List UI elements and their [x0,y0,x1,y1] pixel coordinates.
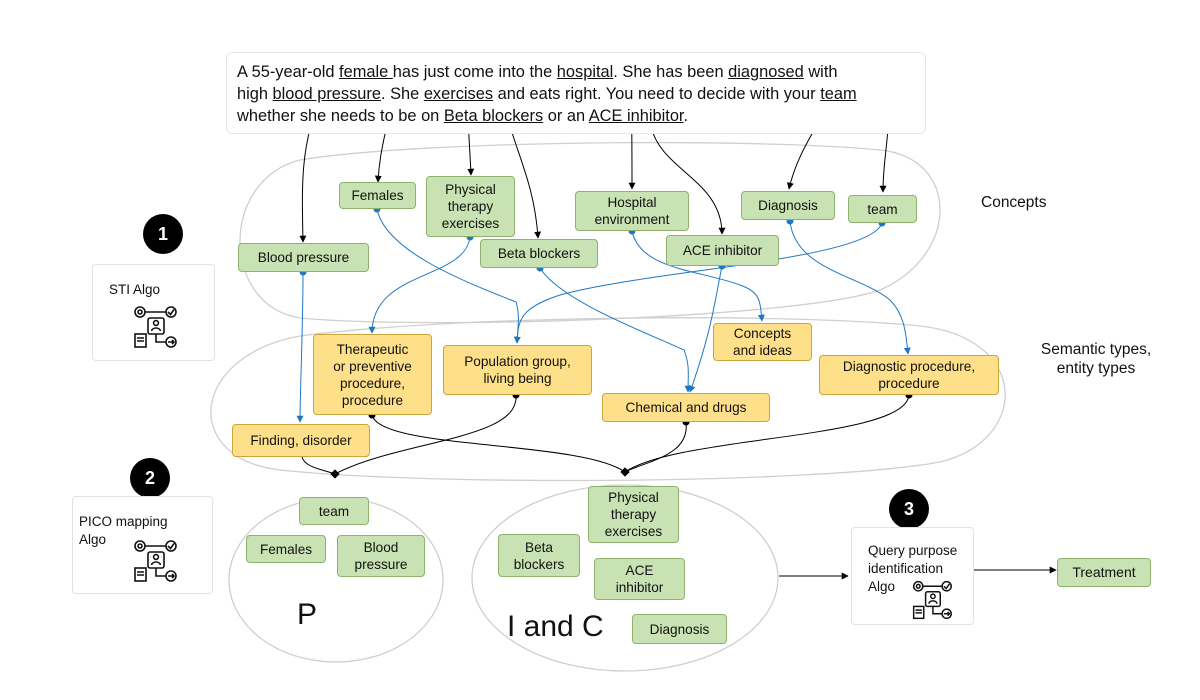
concept-to-type-arrows [296,208,911,423]
word-team: team [820,85,857,103]
concept-blood-pressure: Blood pressure [238,243,369,272]
p-team: team [299,497,369,525]
sentence-line-1: A 55-year-old female has just come into … [237,63,838,81]
concepts-region [239,141,941,324]
ic-beta-blockers: Beta blockers [498,534,580,577]
word-hospital: hospital [556,63,614,81]
query-algo-card: Query purpose identification Algo [851,527,974,625]
process-workflow-icon [134,540,177,582]
arrow-chemical-ic [620,421,687,477]
concept-hospital-environment: Hospital environment [575,191,689,231]
type-therapeutic-procedure: Therapeutic or preventive procedure, pro… [313,334,432,415]
concept-beta-blockers: Beta blockers [480,239,598,268]
type-to-group-arrows [301,394,910,479]
word-ace-inhibitor: ACE inhibitor [588,107,684,125]
word-beta-blockers: Beta blockers [443,107,544,125]
process-workflow-icon [912,580,952,620]
word-exercises: exercises [423,85,494,103]
arrow-hospital-concepts [631,230,765,322]
arrow-ace-inhibitor [650,125,726,235]
type-diagnostic-procedure: Diagnostic procedure, procedure [819,355,999,395]
badge-1: 1 [143,214,183,254]
pico-algo-title: PICO mapping Algo [79,514,168,547]
sti-algo-card: STI Algo [92,264,215,361]
ic-ace-inhibitor: ACE inhibitor [594,558,685,600]
type-chemical-drugs: Chemical and drugs [602,393,770,422]
word-blood-pressure: blood pressure [272,85,381,103]
arrow-diagnosis-diagnostic [789,220,911,355]
arrow-therapeutic-ic [371,414,630,477]
query-algo-title: Query purpose identification Algo [868,543,958,594]
type-concepts-ideas: Concepts and ideas [713,323,812,361]
word-diagnosed: diagnosed [728,63,804,81]
semantic-types-label: Semantic types, entity types [1040,341,1152,377]
arrow-team-population [513,222,883,344]
sti-algo-title: STI Algo [109,282,161,297]
arrow-diagnostic-ic [620,394,910,477]
pico-algo-card: PICO mapping Algo [72,496,213,594]
arrow-physical-therapeutic [368,236,471,334]
sentence-line-2: high blood pressure. She exercises and e… [237,85,857,103]
concept-ace-inhibitor: ACE inhibitor [666,235,779,266]
concept-physical-therapy: Physical therapy exercises [426,176,515,237]
arrow-population-p [330,394,517,479]
arrow-blood-finding [296,271,304,423]
treatment-result: Treatment [1057,558,1151,587]
source-sentence: A 55-year-old female has just come into … [226,52,926,134]
p-group-label: P [297,598,318,631]
word-female: female [339,63,393,81]
sentence-line-3: whether she needs to be on Beta blockers… [237,107,689,125]
ic-physical-therapy: Physical therapy exercises [588,486,679,543]
arrow-beta-chemical [539,267,692,393]
badge-2: 2 [130,458,170,498]
ic-group-label: I and C [507,610,604,643]
type-population-group: Population group, living being [443,345,592,395]
concept-team: team [848,195,917,223]
arrow-finding-p [301,456,340,479]
ic-group-ellipse [471,484,779,672]
arrow-ace-chemical [688,265,723,393]
process-workflow-icon [134,306,177,348]
badge-3: 3 [889,489,929,529]
p-blood-pressure: Blood pressure [337,535,425,577]
p-females: Females [246,535,326,563]
concept-diagnosis: Diagnosis [741,191,835,220]
ic-diagnosis: Diagnosis [632,614,727,644]
arrow-females-population [376,208,521,344]
arrow-beta-blockers [509,125,542,239]
type-finding-disorder: Finding, disorder [232,424,370,457]
concept-females: Females [339,182,416,209]
concepts-label: Concepts [981,194,1047,211]
